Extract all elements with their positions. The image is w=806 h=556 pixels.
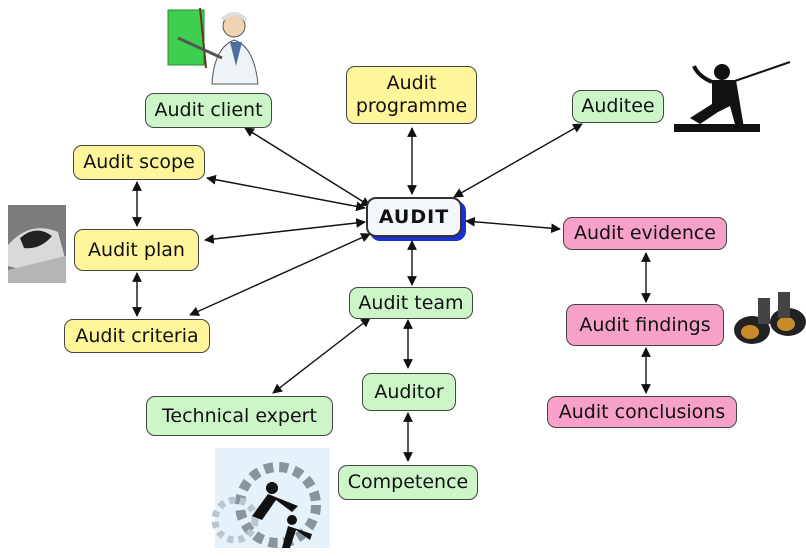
connector-audit-scope — [206, 174, 366, 212]
node-audit-programme-line1: Audit — [386, 72, 437, 95]
connector-auditee — [453, 123, 583, 198]
node-audit-evidence-label: Audit evidence — [573, 222, 716, 245]
teacher-presenter-icon — [167, 7, 259, 85]
connector-audit-criteria — [189, 233, 371, 316]
node-audit-client-label: Audit client — [154, 99, 263, 122]
node-audit-conclusions-label: Audit conclusions — [558, 400, 726, 423]
node-audit-team-label: Audit team — [358, 291, 464, 314]
node-audit-team: Audit team — [349, 287, 473, 319]
node-audit-client: Audit client — [145, 93, 272, 128]
node-auditor-label: Auditor — [374, 380, 444, 403]
node-technical-expert-label: Technical expert — [162, 404, 317, 427]
gears-businessmen-icon — [211, 448, 330, 548]
connector-team-expert — [272, 317, 371, 394]
node-auditee: Auditee — [572, 90, 664, 123]
node-competence-label: Competence — [347, 471, 469, 494]
fencer-icon — [674, 61, 791, 132]
node-technical-expert: Technical expert — [146, 396, 333, 436]
connector-audit-evidence — [465, 216, 561, 234]
node-audit-plan: Audit plan — [74, 229, 199, 271]
node-audit-programme: Audit programme — [346, 66, 477, 124]
node-audit-plan-label: Audit plan — [88, 238, 185, 261]
node-audit-center-label: AUDIT — [378, 205, 450, 228]
node-audit-criteria-label: Audit criteria — [75, 324, 199, 347]
node-audit-evidence: Audit evidence — [563, 217, 727, 250]
node-audit-scope: Audit scope — [73, 145, 205, 180]
node-audit-findings: Audit findings — [566, 304, 724, 346]
node-audit-criteria: Audit criteria — [64, 319, 210, 353]
binoculars-icon — [734, 292, 806, 344]
node-competence: Competence — [338, 465, 478, 500]
node-auditee-label: Auditee — [581, 95, 655, 118]
node-audit-conclusions: Audit conclusions — [547, 396, 737, 428]
node-audit-center: AUDIT — [366, 197, 462, 237]
node-audit-scope-label: Audit scope — [83, 151, 195, 174]
node-audit-findings-label: Audit findings — [579, 313, 711, 336]
handshake-photo-icon — [8, 205, 66, 283]
node-audit-programme-line2: programme — [355, 95, 468, 117]
node-auditor: Auditor — [362, 373, 456, 411]
